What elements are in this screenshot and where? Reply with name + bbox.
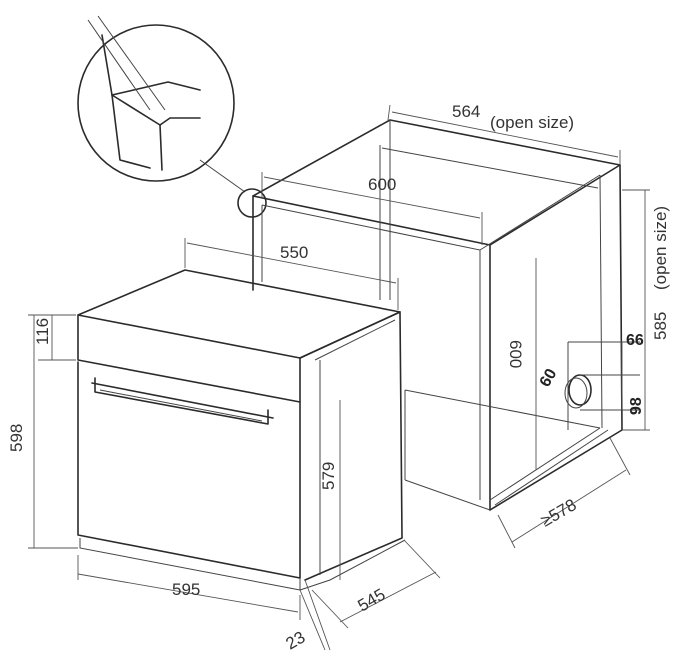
dim-600-niche: 600: [506, 340, 525, 368]
dim-579: 579: [319, 462, 338, 490]
detail-magnifier: [77, 15, 267, 218]
dim-545: 545: [355, 585, 389, 616]
dim-23: 23: [283, 628, 309, 654]
dim-564: 564: [452, 102, 480, 121]
door-handle: [91, 377, 274, 425]
dim-598: 598: [7, 424, 26, 452]
dim-66: 66: [626, 332, 644, 349]
oven: [77, 269, 406, 591]
dim-116: 116: [33, 318, 52, 345]
dim-585: 585: [651, 312, 670, 340]
dimension-lines: [28, 104, 650, 651]
dim-578: ≥578: [538, 495, 580, 530]
dim-60: 60: [537, 366, 561, 390]
dim-550: 550: [280, 243, 308, 262]
dim-600-top: 600: [368, 175, 396, 194]
dimension-labels: 564 (open size) 600 550 116 598 579 595 …: [7, 102, 670, 653]
dim-585-note: (open size): [651, 206, 670, 290]
dim-98: 98: [628, 397, 645, 415]
installation-niche: [252, 119, 640, 511]
dim-595: 595: [172, 580, 200, 599]
dim-564-note: (open size): [490, 113, 574, 132]
cable-cutout: [564, 341, 640, 430]
